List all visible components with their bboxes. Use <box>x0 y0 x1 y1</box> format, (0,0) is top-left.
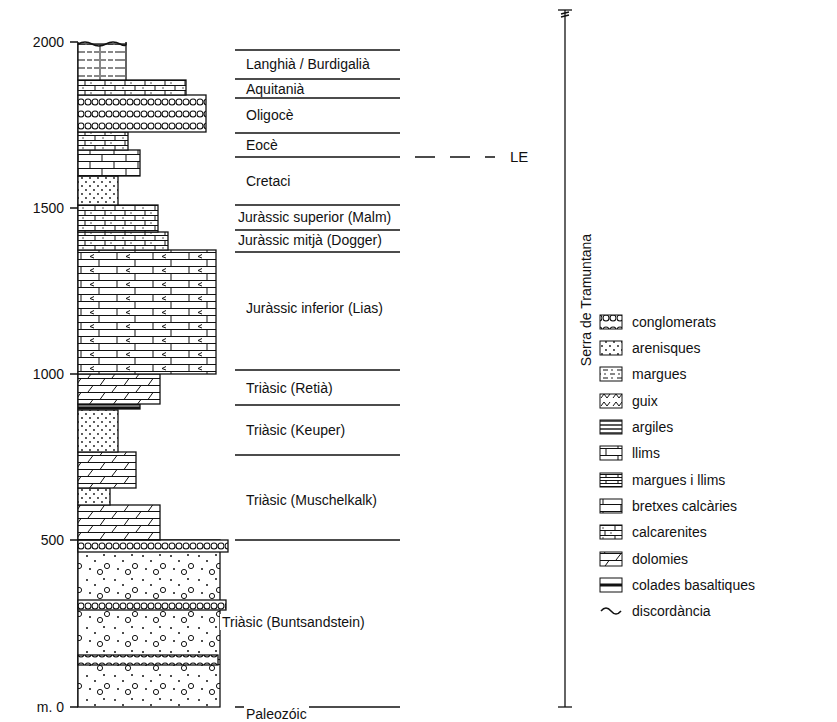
legend-text: arenisques <box>630 340 703 356</box>
depth-value: m. 0 <box>35 699 66 715</box>
legend-text: dolomies <box>630 551 690 567</box>
unit-name: Paleozóic <box>244 706 309 722</box>
depth-axis <box>70 42 78 707</box>
legend-swatches <box>600 315 622 614</box>
depth-value: 1500 <box>31 200 66 216</box>
legend-text: conglomerats <box>630 314 718 330</box>
legend-text: colades basaltiques <box>630 577 757 593</box>
unit-name: Triàsic (Keuper) <box>244 422 347 438</box>
unit-name: Cretaci <box>244 173 292 189</box>
boundary-label: LE <box>508 149 530 165</box>
unit-name: Triàsic (Buntsandstein) <box>220 614 367 630</box>
legend-text: discordància <box>630 603 713 619</box>
unit-name: Juràssic inferior (Lias) <box>244 300 385 316</box>
unit-name: Langhià / Burdigalià <box>244 56 372 72</box>
unit-name: Triàsic (Retià) <box>244 380 335 396</box>
legend-text: calcarenites <box>630 524 709 540</box>
legend-text: margues i llims <box>630 472 727 488</box>
unit-name: Juràssic superior (Malm) <box>236 209 393 225</box>
depth-value: 500 <box>39 532 66 548</box>
depth-value: 2000 <box>31 34 66 50</box>
unit-boundaries <box>235 50 495 707</box>
lithology-column <box>78 42 228 707</box>
unit-name: Juràssic mitjà (Dogger) <box>236 232 384 248</box>
legend-text: margues <box>630 366 688 382</box>
depth-value: 1000 <box>31 366 66 382</box>
legend-text: bretxes calcàries <box>630 498 739 514</box>
legend-text: guix <box>630 393 660 409</box>
unit-name: Triàsic (Muschelkalk) <box>244 492 379 508</box>
unit-name: Aquitanià <box>244 81 306 97</box>
unit-name: Eocè <box>244 137 280 153</box>
range-label: Serra de Tramuntana <box>578 232 594 368</box>
unit-name: Oligocè <box>244 107 295 123</box>
legend-text: llims <box>630 445 662 461</box>
legend-text: argiles <box>630 419 675 435</box>
range-bracket <box>558 10 572 707</box>
